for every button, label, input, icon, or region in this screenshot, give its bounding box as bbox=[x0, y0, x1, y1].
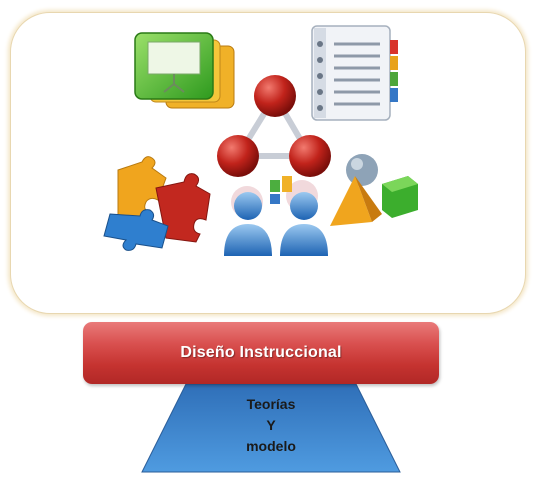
base-line-1: Teorías bbox=[246, 396, 296, 412]
network-triangle-icon bbox=[217, 75, 331, 177]
banner-label: Diseño Instruccional bbox=[180, 344, 342, 361]
base-line-3: modelo bbox=[246, 438, 296, 454]
theories-trapezoid bbox=[141, 383, 401, 473]
people-icon bbox=[224, 176, 328, 256]
illustration-panel bbox=[10, 12, 526, 314]
base-line-2: Y bbox=[266, 417, 276, 433]
presentation-icon bbox=[134, 32, 235, 109]
instructional-design-banner: Diseño Instruccional bbox=[83, 322, 439, 384]
shapes-icon bbox=[330, 154, 418, 226]
notebook-icon bbox=[311, 25, 398, 121]
puzzle-icon bbox=[103, 156, 211, 251]
base-label: Teorías Y modelo bbox=[142, 394, 400, 457]
